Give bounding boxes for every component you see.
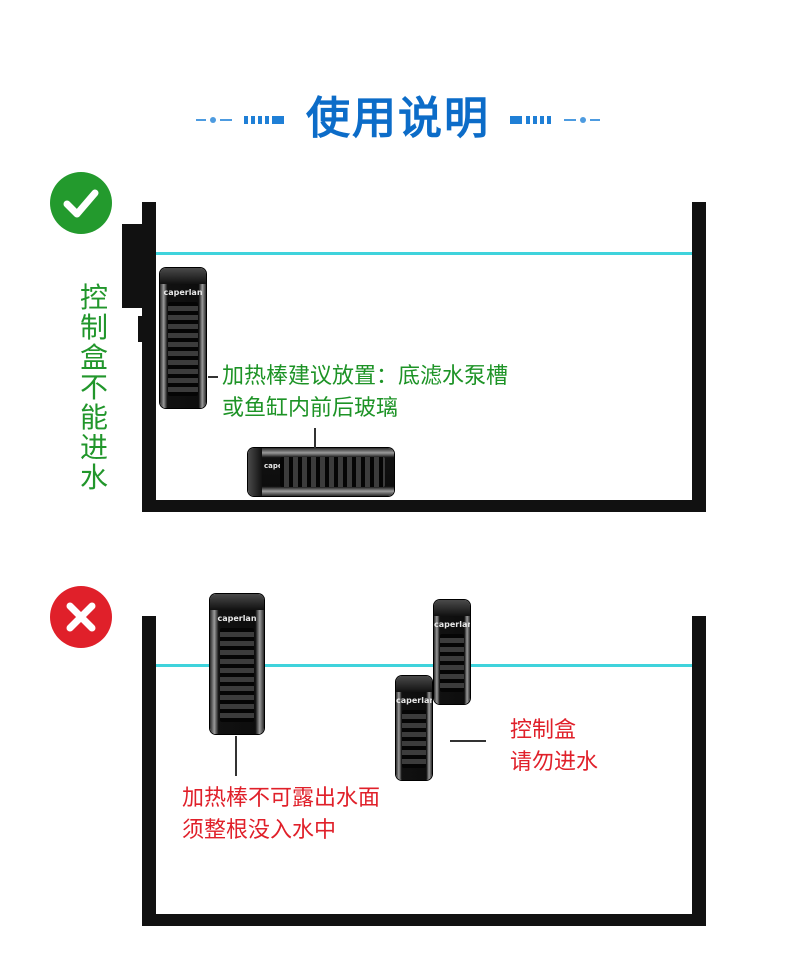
tank-2-left-wall [142,616,156,926]
control-box-submerged-1: caperlan [434,600,470,704]
tank-2-water-line [156,664,692,667]
tank-1-right-wall [692,202,706,512]
leader-line-heater-2 [314,428,316,448]
control-box-clip [138,316,156,342]
cross-icon [66,602,96,632]
tank-1-water-line [156,252,692,255]
heater-exposed: caperlan [210,594,264,734]
leader-line-control-box [450,740,486,742]
leader-line-heater-3 [235,736,237,776]
correct-badge [50,172,112,234]
tank-2-right-wall [692,616,706,926]
tank-2-bottom [142,914,706,926]
title-row: 使用说明 [0,88,790,150]
control-box-note-line2: 请勿进水 [510,750,599,775]
tank-1-bottom [142,500,706,512]
control-box-submerged-2: caperlan [396,676,432,780]
control-box-note-line1: 控制盒 [510,718,577,743]
control-box-note-vertical: 控 制 盒 不 能 进 水 [79,281,108,494]
leader-line-heater-1 [208,376,218,378]
tank-1-left-wall [142,202,156,512]
title-decoration-right [506,116,602,124]
heater-note-line2: 须整根没入水中 [182,818,337,843]
wrong-badge [50,586,112,648]
placement-note-line2: 或鱼缸内前后玻璃 [222,396,399,421]
check-icon [63,189,99,218]
heater-vertical-glass: caperlan [160,268,206,408]
heater-horizontal-bottom: caperlan [248,448,394,496]
heater-note-line1: 加热棒不可露出水面 [182,786,381,811]
placement-note-line1: 加热棒建议放置：底滤水泵槽 [222,364,509,389]
page-title: 使用说明 [306,93,490,144]
control-box [122,224,142,308]
title-decoration-left [196,116,292,124]
